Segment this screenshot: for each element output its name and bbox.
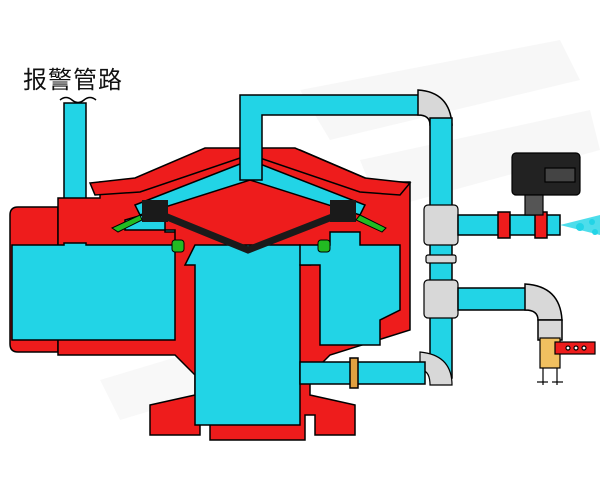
pressure-switch <box>537 337 596 385</box>
alarm-pipe-label: 报警管路 <box>23 66 123 94</box>
right-vertical-pipe <box>429 117 453 379</box>
discharge-spray <box>560 215 600 235</box>
water-chambers <box>11 161 401 426</box>
diaphragm <box>148 206 352 254</box>
bottom-return-pipe <box>299 357 426 389</box>
alarm-pipe-break-mark <box>59 96 97 104</box>
pressure-switch-branch <box>457 283 563 341</box>
solenoid-valve <box>511 152 581 216</box>
solenoid-branch <box>457 211 561 239</box>
green-seals <box>110 214 387 253</box>
diaphragm-clamps <box>142 200 356 222</box>
control-pipe <box>239 89 453 181</box>
